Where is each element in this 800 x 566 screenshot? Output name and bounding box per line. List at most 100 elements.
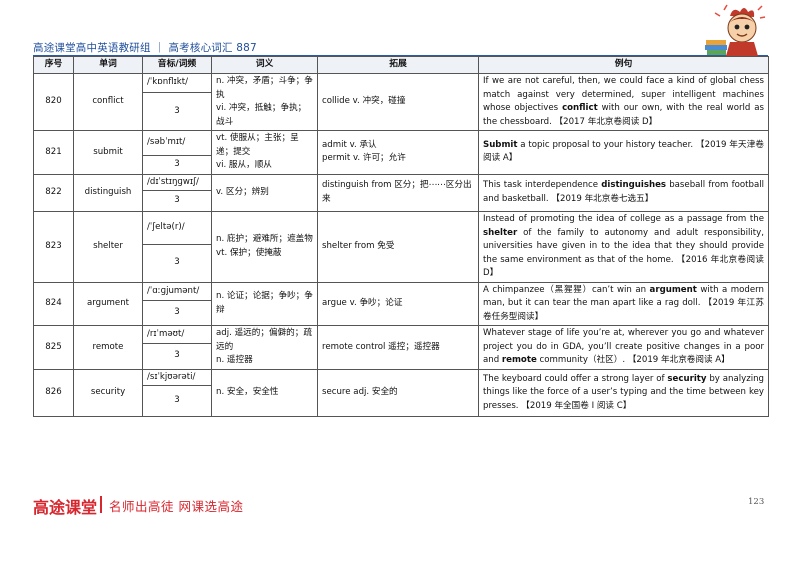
- entry-phonetic: /ˈɑːɡjumənt/: [142, 281, 212, 301]
- header-title: 高途课堂高中英语教研组 ｜ 高考核心词汇 887: [33, 42, 257, 54]
- entry-number: 821: [33, 130, 74, 175]
- entry-meaning: n. 安全，安全性: [211, 368, 318, 417]
- extension-line: collide v. 冲突，碰撞: [322, 96, 406, 107]
- cartoon-mascot-icon: [705, 4, 766, 56]
- entry-frequency: 3: [142, 154, 212, 175]
- entry-meaning: n. 冲突，矛盾；斗争；争执 vi. 冲突，抵触；争执；战斗: [211, 73, 318, 131]
- entry-phonetic: /səbˈmɪt/: [142, 130, 212, 156]
- entry-frequency: 3: [142, 190, 212, 212]
- table-subrow: 3: [34, 342, 769, 370]
- example-text: The keyboard could offer a strong layer …: [483, 373, 668, 384]
- footer-divider: [100, 496, 102, 513]
- table-row: 822 distinguish /dɪˈstɪŋɡwɪʃ/ v. 区分；辨别 d…: [33, 173, 769, 212]
- example-text: A chimpanzee（黑猩猩）can’t win an: [483, 284, 650, 295]
- meaning-line: vi. 冲突，抵触；争执；战斗: [216, 103, 307, 127]
- table-subrow: 3: [34, 385, 769, 417]
- example-keyword: Submit: [483, 139, 518, 150]
- footer-logo: 高途课堂: [33, 498, 98, 517]
- example-text: This task interdependence: [483, 180, 602, 191]
- entry-phonetic: /ˈʃeltə(r)/: [142, 211, 212, 245]
- entry-word: security: [73, 368, 143, 417]
- entry-example: Whatever stage of life you’re at, wherev…: [478, 325, 769, 370]
- extension-line: remote control 遥控；遥控器: [322, 341, 440, 352]
- entry-frequency: 3: [142, 92, 212, 131]
- entry-number: 825: [33, 325, 74, 370]
- entry-phonetic: /sɪˈkjʊərəti/: [142, 368, 212, 386]
- entry-phonetic: /dɪˈstɪŋɡwɪʃ/: [142, 173, 212, 191]
- header-phonetic-frequency: 音标/词频: [142, 56, 212, 74]
- entry-number: 826: [33, 368, 74, 417]
- entry-frequency: 3: [142, 300, 212, 326]
- entry-word: distinguish: [73, 173, 143, 212]
- example-keyword: shelter: [483, 227, 518, 238]
- table-subrow: 3: [34, 92, 769, 131]
- header-divider: [33, 55, 768, 57]
- entry-number: 823: [33, 211, 74, 283]
- entry-number: 824: [33, 281, 74, 326]
- entry-meaning: vt. 使服从；主张；呈递；提交 vi. 服从，顺从: [211, 130, 318, 175]
- example-keyword: distinguishes: [601, 180, 667, 191]
- meaning-line: n. 遥控器: [216, 355, 253, 365]
- entry-meaning: adj. 遥远的；偏僻的；疏远的 n. 遥控器: [211, 325, 318, 370]
- entry-word: submit: [73, 130, 143, 175]
- table-header-row: 序号 单词 音标/词频 词义 拓展 例句: [33, 56, 769, 74]
- extension-line: distinguish from 区分；把⋯⋯区分出来: [322, 180, 472, 204]
- entry-frequency: 3: [142, 385, 212, 417]
- extension-line: admit v. 承认: [322, 139, 377, 150]
- table-subrow: 3: [34, 190, 769, 212]
- table-subrow: 3: [34, 300, 769, 326]
- entry-extension: shelter from 免受: [317, 211, 479, 283]
- table-row: 820 conflict /ˈkɒnflɪkt/ n. 冲突，矛盾；斗争；争执 …: [33, 73, 769, 131]
- meaning-line: v. 区分；辨别: [216, 187, 269, 197]
- example-text: a topic proposal to your history teacher…: [483, 139, 764, 164]
- meaning-line: vt. 保护；使掩蔽: [216, 247, 282, 258]
- table-subrow: 3: [34, 243, 769, 283]
- entry-number: 820: [33, 73, 74, 131]
- entry-example: The keyboard could offer a strong layer …: [478, 368, 769, 417]
- entry-example: Instead of promoting the idea of college…: [478, 211, 769, 283]
- entry-meaning: n. 庇护；避难所；遮盖物 vt. 保护；使掩蔽: [211, 211, 318, 283]
- extension-line: permit v. 许可；允许: [322, 153, 406, 164]
- table-subrow: 3: [34, 154, 769, 175]
- header-meaning: 词义: [211, 56, 318, 74]
- entry-example: This task interdependence distinguishes …: [478, 173, 769, 212]
- table-row: 826 security /sɪˈkjʊərəti/ n. 安全，安全性 sec…: [33, 368, 769, 417]
- example-text: If we are not careful, then, we could fa…: [483, 76, 764, 113]
- entry-extension: secure adj. 安全的: [317, 368, 479, 417]
- header-example: 例句: [478, 56, 769, 74]
- meaning-line: vt. 使服从；主张；呈递；提交: [216, 133, 299, 157]
- entry-frequency: 3: [142, 243, 212, 283]
- example-text: of the family to autonomy and adult resp…: [483, 227, 764, 279]
- header-number: 序号: [33, 56, 74, 74]
- header-extension: 拓展: [317, 56, 479, 74]
- entry-meaning: n. 论证；论据；争吵；争辩: [211, 281, 318, 326]
- example-text: with our own, with the real world as the…: [483, 103, 764, 127]
- vocabulary-table: 序号 单词 音标/词频 词义 拓展 例句 820 conflict /ˈkɒnf…: [33, 56, 769, 417]
- entry-extension: remote control 遥控；遥控器: [317, 325, 479, 370]
- entry-word: conflict: [73, 73, 143, 131]
- entry-word: shelter: [73, 211, 143, 283]
- page-number: 123: [748, 497, 765, 507]
- table-row: 823 shelter /ˈʃeltə(r)/ n. 庇护；避难所；遮盖物 vt…: [33, 211, 769, 283]
- entry-extension: distinguish from 区分；把⋯⋯区分出来: [317, 173, 479, 212]
- example-keyword: security: [667, 373, 707, 384]
- example-text: with a modern man, but it can tear the m…: [483, 284, 764, 322]
- meaning-line: n. 冲突，矛盾；斗争；争执: [216, 76, 313, 100]
- entry-meaning: v. 区分；辨别: [211, 173, 318, 212]
- entry-number: 822: [33, 173, 74, 212]
- entry-word: remote: [73, 325, 143, 370]
- entry-extension: argue v. 争吵；论证: [317, 281, 479, 326]
- table-row: 824 argument /ˈɑːɡjumənt/ n. 论证；论据；争吵；争辩…: [33, 281, 769, 326]
- extension-line: secure adj. 安全的: [322, 387, 398, 397]
- entry-example: Submit a topic proposal to your history …: [478, 130, 769, 175]
- meaning-line: n. 安全，安全性: [216, 387, 279, 397]
- example-keyword: argument: [649, 284, 697, 295]
- entry-phonetic: /ˈkɒnflɪkt/: [142, 73, 212, 93]
- footer-slogan: 名师出高徒 网课选高途: [109, 499, 244, 514]
- entry-extension: admit v. 承认 permit v. 许可；允许: [317, 130, 479, 175]
- entry-example: If we are not careful, then, we could fa…: [478, 73, 769, 131]
- entry-word: argument: [73, 281, 143, 326]
- example-text: Whatever stage of life you’re at, wherev…: [483, 328, 764, 365]
- example-keyword: conflict: [562, 103, 598, 113]
- extension-line: shelter from 免受: [322, 241, 395, 251]
